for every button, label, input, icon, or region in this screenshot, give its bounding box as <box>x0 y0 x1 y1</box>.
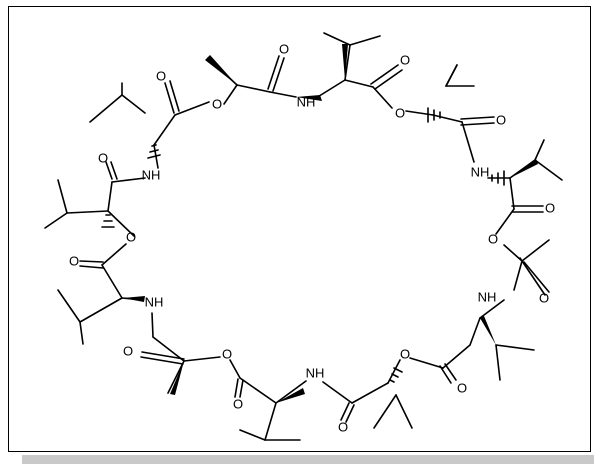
carbonyl-oxygen-label: O <box>233 396 243 411</box>
carbonyl-oxygen-label: O <box>98 150 108 165</box>
carbonyl-oxygen-label: O <box>539 290 549 305</box>
ring-nh-label: NH <box>297 94 316 109</box>
carbonyl-oxygen-label: O <box>156 68 166 83</box>
ring-oxygen-label: O <box>395 105 405 120</box>
carbonyl-oxygen-label: O <box>545 200 555 215</box>
ring-labels: O NH O NH O NH O NH O NH O NH <box>126 94 498 380</box>
carbonyl-oxygen-label: O <box>457 380 467 395</box>
ring-nh-label: NH <box>471 164 490 179</box>
wedge-bonds <box>122 44 538 403</box>
carbonyl-labels: O O O O O O O O O O O O <box>69 41 555 434</box>
drop-shadow <box>22 455 594 464</box>
carbonyl-oxygen-label: O <box>400 52 410 67</box>
hashed-bonds <box>101 107 505 383</box>
carbonyl-oxygen-label: O <box>338 419 348 434</box>
ring-backbone <box>101 79 523 404</box>
ring-oxygen-label: O <box>212 96 222 111</box>
carbonyl-oxygen-label: O <box>279 41 289 56</box>
carbonyl-bonds <box>79 55 550 423</box>
carbonyl-oxygen-label: O <box>69 253 79 268</box>
ring-oxygen-label: O <box>400 346 410 361</box>
ring-nh-label: NH <box>306 365 325 380</box>
carbonyl-oxygen-label: O <box>123 343 133 358</box>
figure-frame <box>8 6 591 452</box>
ring-nh-label: NH <box>478 289 497 304</box>
carbonyl-oxygen-label: O <box>496 112 506 127</box>
ring-nh-label: NH <box>145 294 164 309</box>
ring-oxygen-label: O <box>488 231 498 246</box>
ring-nh-label: NH <box>142 167 161 182</box>
ring-oxygen-label: O <box>126 229 136 244</box>
ring-oxygen-label: O <box>222 346 232 361</box>
